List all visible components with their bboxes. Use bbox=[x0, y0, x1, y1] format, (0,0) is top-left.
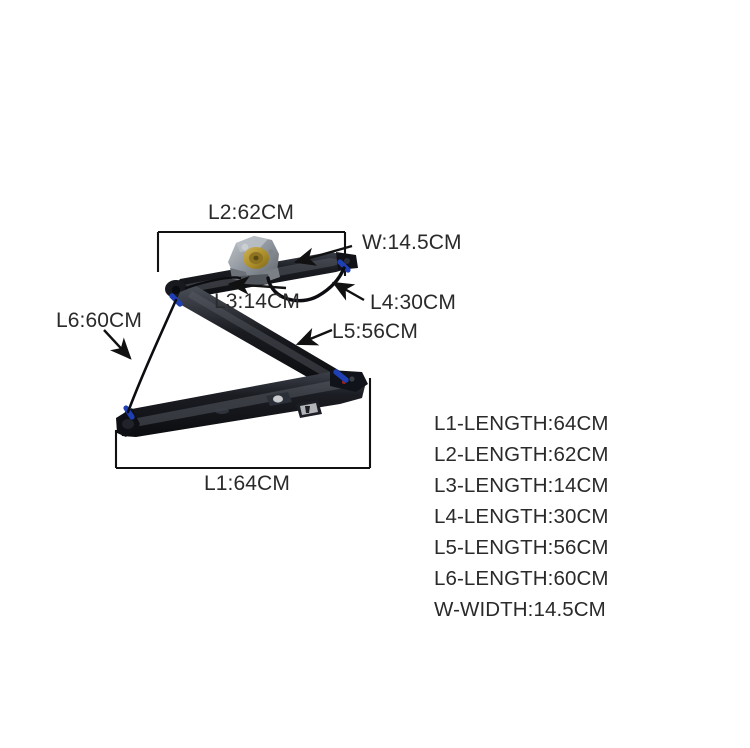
legend-line: W-WIDTH:14.5CM bbox=[434, 598, 606, 621]
legend-line: L4-LENGTH:30CM bbox=[434, 505, 609, 528]
callout-arrow-l5 bbox=[295, 328, 333, 346]
label-l1: L1:64CM bbox=[204, 472, 290, 495]
legend-line: L3-LENGTH:14CM bbox=[434, 474, 609, 497]
motor-gearbox bbox=[228, 236, 280, 286]
legend-line: L6-LENGTH:60CM bbox=[434, 567, 609, 590]
lower-rail-l1 bbox=[116, 370, 368, 437]
label-l2: L2:62CM bbox=[208, 201, 294, 224]
label-l6: L6:60CM bbox=[56, 309, 142, 332]
legend-line: L5-LENGTH:56CM bbox=[434, 536, 609, 559]
cable-l6-long bbox=[126, 298, 178, 414]
diagonal-rail-l5 bbox=[176, 286, 352, 390]
label-l5: L5:56CM bbox=[332, 320, 418, 343]
label-l4: L4:30CM bbox=[370, 291, 456, 314]
dimension-legend: L1-LENGTH:64CM L2-LENGTH:62CM L3-LENGTH:… bbox=[434, 408, 664, 625]
legend-line: L1-LENGTH:64CM bbox=[434, 412, 609, 435]
label-l3: L3:14CM bbox=[214, 290, 300, 313]
callout-arrow-l3 bbox=[227, 276, 287, 295]
dimension-bracket-l1 bbox=[114, 378, 372, 470]
cable-l4-loop bbox=[266, 266, 346, 303]
label-w: W:14.5CM bbox=[362, 231, 462, 254]
callout-arrow-l4 bbox=[331, 281, 365, 302]
legend-line: L2-LENGTH:62CM bbox=[434, 443, 609, 466]
callout-arrow-l6 bbox=[103, 329, 132, 360]
callout-arrow-w bbox=[293, 244, 353, 266]
